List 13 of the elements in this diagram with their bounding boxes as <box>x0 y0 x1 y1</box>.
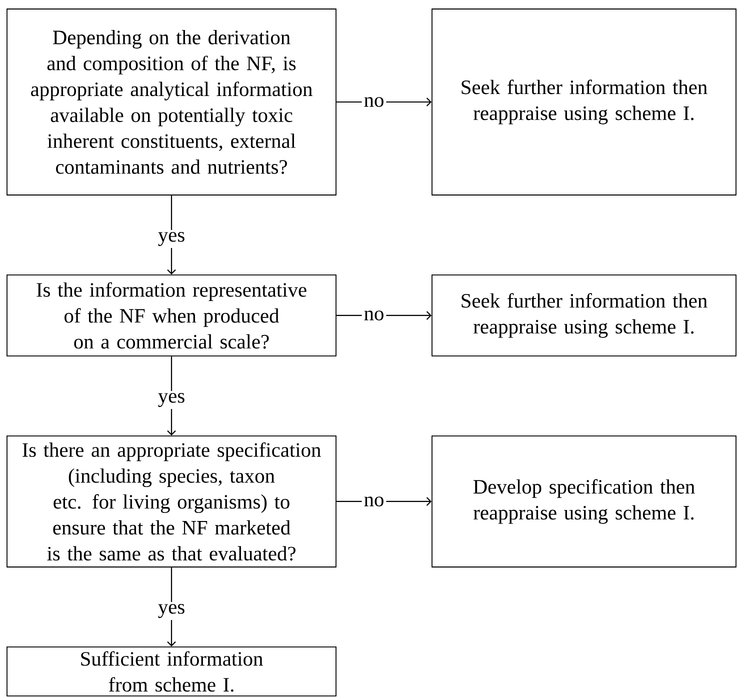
edge-label: no <box>362 95 386 109</box>
question-box: Depending on the derivation and composition of the NF, is appropriate analytical information available on potentially toxic inherent constituents, external contaminants and nutrients? <box>6 8 336 196</box>
outcome-box: Seek further information then reappraise using scheme I. <box>432 274 736 356</box>
question-box: Is there an appropriate specification (including species, taxon etc. for living organisms) to ensure that the NF marketed is the same as that evaluated? <box>6 436 336 568</box>
outcome-box: Sufficient information from scheme I. <box>6 646 336 696</box>
outcome-box: Develop specification then reappraise using scheme I. <box>432 436 736 568</box>
edge-label: yes <box>156 390 188 409</box>
edge-label: yes <box>156 230 188 248</box>
edge-label: no <box>362 308 386 322</box>
question-box: Is the information representative of the NF when produced on a commercial scale? <box>6 274 336 356</box>
edge-label: no <box>362 494 386 508</box>
outcome-box: Seek further information then reappraise using scheme I. <box>432 8 736 196</box>
edge-label: yes <box>156 602 188 620</box>
